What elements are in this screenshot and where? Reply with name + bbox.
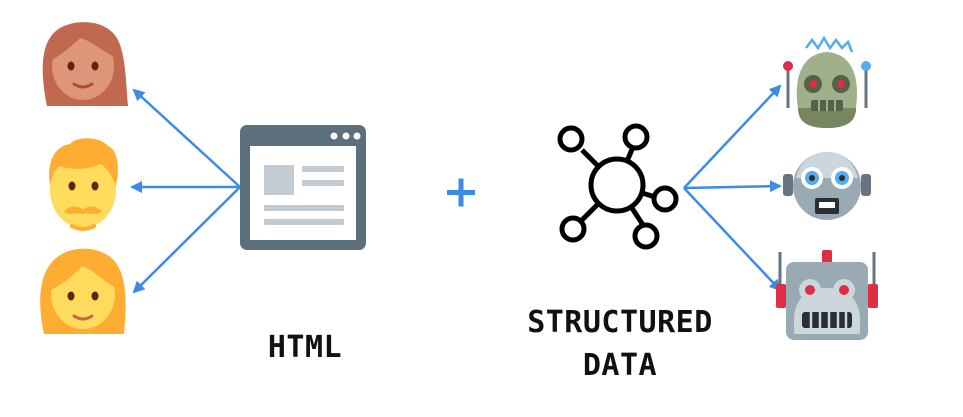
- arrows-to-robots: [683, 84, 782, 292]
- structured-data-label-line1: STRUCTURED: [527, 305, 713, 340]
- arrow-to-robot-middle: [683, 180, 782, 193]
- arrows-to-people: [130, 88, 241, 294]
- html-label: HTML: [267, 330, 343, 365]
- arrow-to-robot-top: [683, 84, 782, 189]
- arrow-to-person-bottom: [132, 186, 241, 294]
- structured-data-label-line2: DATA: [582, 348, 658, 383]
- arrow-to-person-top: [132, 88, 241, 188]
- arrow-to-robot-bottom: [683, 187, 782, 292]
- green-robot-icon: [783, 35, 871, 128]
- gray-robot-icon: [776, 250, 878, 340]
- html-document-icon: [240, 125, 366, 250]
- woman-icon: [40, 248, 126, 334]
- structured-data-network-icon: [557, 123, 679, 250]
- man-beard-icon: [49, 138, 118, 231]
- plus-sign: [447, 178, 475, 207]
- round-robot-icon: [783, 152, 871, 220]
- woman-red-hair-icon: [42, 22, 128, 106]
